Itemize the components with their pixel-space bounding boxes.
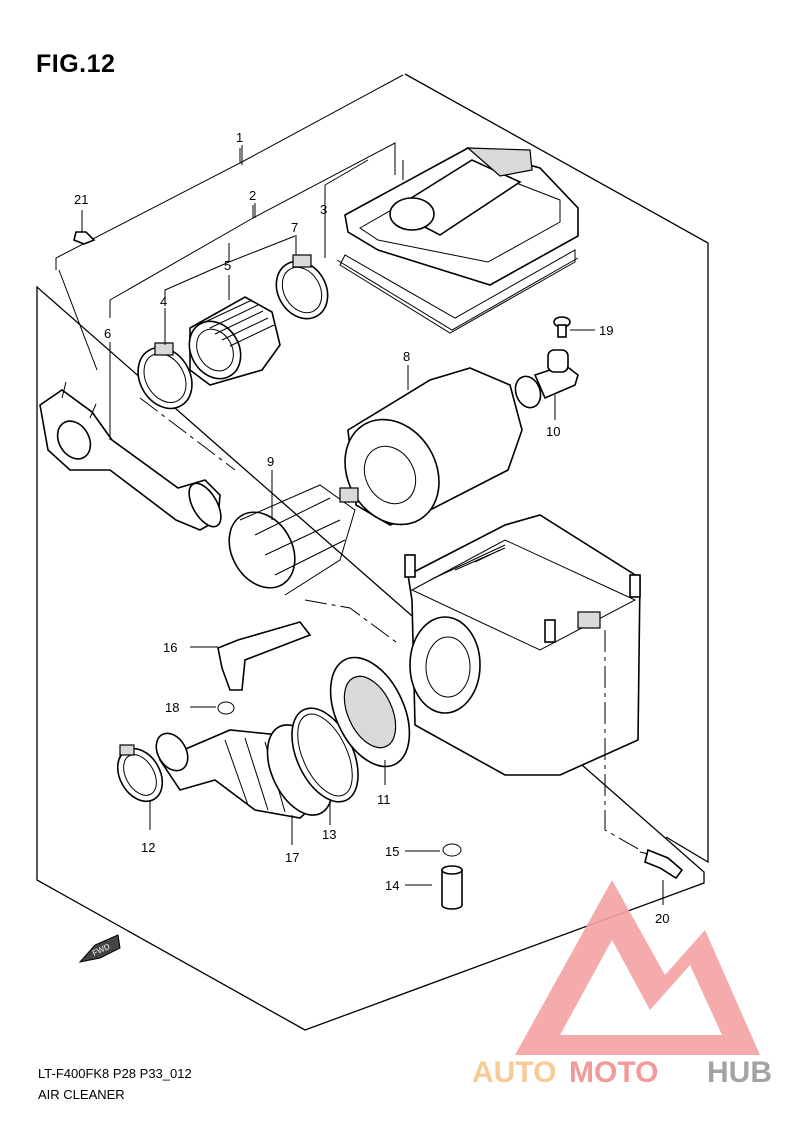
- bracket-5: [164, 235, 296, 300]
- callout-9: 9: [267, 454, 274, 469]
- outlet-tube: [155, 724, 334, 819]
- callout-2: 2: [249, 188, 256, 203]
- callout-21: 21: [74, 192, 88, 207]
- callout-5: 5: [224, 258, 231, 273]
- leader-lines: [81, 145, 664, 905]
- centerline-a: [139, 397, 236, 471]
- callout-17: 17: [285, 850, 299, 865]
- ring-18: [217, 701, 235, 715]
- callout-7: 7: [291, 220, 298, 235]
- callout-4: 4: [160, 294, 167, 309]
- callout-labels: 1 2 3 4 5 6 7 8 9 10 11 12 13 14 15 16 1…: [74, 130, 669, 926]
- air-cleaner-element: [344, 367, 523, 526]
- callout-11: 11: [377, 792, 391, 807]
- callout-13: 13: [322, 827, 336, 842]
- bolt-20: [639, 848, 684, 880]
- logo-text-auto: AUTO: [472, 1056, 556, 1089]
- air-cleaner-cap: [336, 147, 579, 334]
- figure-title: FIG.12: [36, 50, 116, 78]
- element-holder: [228, 484, 359, 596]
- hose-16: [217, 621, 312, 691]
- drain-tube-14: [441, 865, 463, 910]
- callout-1: 1: [236, 130, 243, 145]
- figure-code: LT-F400FK8 P28 P33_012: [38, 1066, 192, 1081]
- part-10: [514, 349, 579, 409]
- automotohub-logo: AUTO MOTO HUB: [472, 880, 772, 1089]
- fwd-arrow-icon: FWD: [78, 934, 121, 963]
- bracket-2: [109, 142, 396, 318]
- intake-joint: [188, 296, 281, 386]
- clamp-4: [137, 342, 193, 410]
- callout-3: 3: [320, 202, 327, 217]
- callout-16: 16: [163, 640, 177, 655]
- logo-text-hub: HUB: [707, 1056, 772, 1089]
- centerline-b: [304, 599, 401, 646]
- callout-18: 18: [165, 700, 179, 715]
- callout-15: 15: [385, 844, 399, 859]
- callout-10: 10: [546, 424, 560, 439]
- logo-text-moto: MOTO: [569, 1056, 658, 1089]
- bracket-1: [55, 74, 404, 270]
- air-cleaner-case: [404, 514, 641, 776]
- clamp-7: [275, 254, 329, 320]
- screw-21: [73, 231, 96, 245]
- callout-19: 19: [599, 323, 613, 338]
- figure-name: AIR CLEANER: [38, 1087, 125, 1102]
- callout-12: 12: [141, 840, 155, 855]
- centerline-c: [604, 630, 641, 851]
- callout-6: 6: [104, 326, 111, 341]
- screw-19: [553, 316, 571, 338]
- callout-20: 20: [655, 911, 669, 926]
- ring-15: [442, 843, 462, 857]
- bracket-1b: [58, 160, 404, 371]
- gasket-11: [329, 656, 411, 768]
- clamp-12: [116, 744, 164, 803]
- callout-8: 8: [403, 349, 410, 364]
- callout-14: 14: [385, 878, 399, 893]
- intake-pipe: [39, 381, 222, 531]
